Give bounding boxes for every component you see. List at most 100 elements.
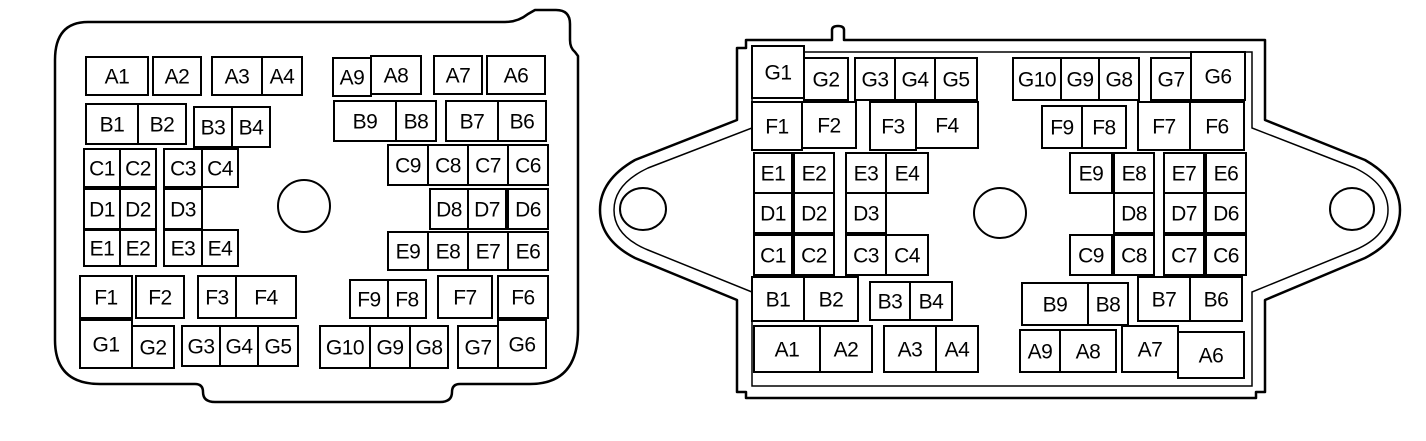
right-cavity-box-c7	[1163, 234, 1205, 276]
right-cavity-label-g1: G1	[764, 62, 791, 85]
left-cavity-label-a4: A4	[270, 66, 296, 89]
left-cavity-label-c9: C9	[395, 155, 421, 178]
right-cavity-b4: B4	[909, 281, 953, 321]
right-cavity-box-g2	[803, 57, 849, 101]
right-cavity-box-g6	[1190, 51, 1246, 101]
left-cavity-d3: D3	[163, 188, 203, 230]
right-cavity-box-d8	[1113, 192, 1155, 234]
left-cavity-e1: E1	[83, 229, 121, 267]
left-cavity-box-g5	[257, 325, 299, 367]
right-cavity-label-e1: E1	[761, 163, 786, 186]
right-cavity-g5: G5	[934, 57, 978, 101]
left-cavity-box-f3	[197, 275, 237, 319]
left-cavity-box-c9	[387, 144, 429, 186]
right-cavity-box-e7	[1163, 152, 1205, 194]
left-cavity-box-e2	[119, 229, 157, 267]
right-cavity-box-g4	[894, 57, 936, 101]
right-cavity-g6: G6	[1190, 51, 1246, 101]
left-cavity-box-a8	[370, 55, 422, 95]
left-cavity-label-f6: F6	[511, 287, 535, 310]
right-cavity-c4: C4	[885, 234, 929, 276]
right-cavity-box-f7	[1137, 101, 1191, 151]
left-cavity-g9: G9	[369, 325, 411, 369]
left-cavity-d7: D7	[467, 188, 507, 230]
right-cavity-b9: B9	[1021, 282, 1089, 326]
left-cavity-b7: B7	[445, 100, 499, 142]
right-cavity-box-b9	[1021, 282, 1089, 326]
left-cavity-label-g4: G4	[225, 336, 253, 359]
left-cavity-label-d8: D8	[436, 199, 462, 222]
right-cavity-label-a8: A8	[1076, 341, 1101, 364]
right-cavity-label-b4: B4	[919, 291, 945, 314]
left-cavity-box-d6	[507, 188, 549, 230]
right-cavity-box-c6	[1205, 234, 1247, 276]
left-cavity-box-f1	[79, 275, 133, 319]
right-cavity-box-g3	[854, 57, 896, 101]
right-cavity-box-f9	[1041, 105, 1083, 149]
left-cavity-box-a4	[261, 56, 303, 96]
right-cavity-label-b7: B7	[1152, 289, 1177, 312]
right-cavity-label-c4: C4	[894, 245, 921, 268]
left-cavity-label-c2: C2	[125, 158, 151, 181]
left-cavity-box-b7	[445, 100, 499, 142]
right-cavity-box-f4	[915, 101, 979, 149]
right-cavity-c3: C3	[845, 234, 887, 276]
left-cavity-c8: C8	[427, 144, 469, 186]
right-cavity-g7: G7	[1150, 57, 1192, 101]
right-cavity-label-a9: A9	[1028, 341, 1053, 364]
left-cavity-box-b4	[231, 106, 271, 148]
right-cavity-box-g5	[934, 57, 978, 101]
left-cavity-label-g1: G1	[92, 334, 119, 357]
left-cavity-a4: A4	[261, 56, 303, 96]
left-cavity-label-g2: G2	[139, 337, 166, 360]
left-cavity-label-c7: C7	[475, 155, 501, 178]
left-cavity-box-f6	[497, 275, 549, 319]
right-cavity-label-d6: D6	[1213, 203, 1239, 226]
right-cavity-label-g4: G4	[901, 69, 929, 92]
left-cavity-b8: B8	[395, 100, 437, 142]
left-cavity-a2: A2	[152, 56, 202, 96]
right-cavity-label-b3: B3	[878, 291, 903, 314]
right-cavity-label-e3: E3	[854, 163, 879, 186]
left-cavity-box-g6	[497, 319, 547, 369]
right-cavity-box-f6	[1189, 101, 1245, 151]
left-cavity-box-e6	[507, 231, 549, 271]
right-cavity-c8: C8	[1113, 234, 1155, 276]
left-cavity-label-a6: A6	[504, 65, 529, 88]
right-cavity-d8: D8	[1113, 192, 1155, 234]
left-cavity-g6: G6	[497, 319, 547, 369]
right-cavity-f7: F7	[1137, 101, 1191, 151]
left-cavity-label-a2: A2	[165, 66, 190, 89]
left-cavity-box-g4	[219, 325, 259, 367]
right-cavity-box-c1	[753, 234, 793, 276]
left-cavity-label-g5: G5	[264, 336, 291, 359]
left-cavity-b4: B4	[231, 106, 271, 148]
left-cavity-label-a7: A7	[446, 65, 471, 88]
left-cavity-d8: D8	[429, 188, 469, 230]
right-cavity-box-e8	[1113, 152, 1155, 194]
right-cavity-f6: F6	[1189, 101, 1245, 151]
left-cavity-label-g6: G6	[508, 334, 535, 357]
left-cavity-g8: G8	[409, 325, 449, 369]
left-cavity-label-f1: F1	[94, 287, 118, 310]
left-cavity-d6: D6	[507, 188, 549, 230]
right-cavity-label-a1: A1	[775, 339, 800, 362]
right-cavity-box-c3	[845, 234, 887, 276]
right-cavity-label-g5: G5	[942, 69, 969, 92]
left-cavity-box-e3	[163, 229, 203, 267]
left-cavity-f4: F4	[235, 275, 297, 319]
right-cavity-box-a7	[1121, 325, 1179, 373]
left-cavity-box-c3	[163, 148, 203, 188]
right-cavity-label-c3: C3	[853, 245, 879, 268]
left-cavity-f9: F9	[349, 279, 389, 319]
left-cavity-label-c8: C8	[435, 155, 461, 178]
left-cavity-label-f9: F9	[357, 289, 381, 312]
right-cavity-a1: A1	[753, 325, 821, 373]
left-cavity-box-a1	[85, 56, 149, 96]
right-cavity-label-f2: F2	[817, 115, 841, 138]
left-cavity-c2: C2	[119, 148, 157, 188]
left-cavity-box-f7	[437, 275, 493, 319]
right-cavity-b2: B2	[803, 276, 859, 322]
right-cavity-e1: E1	[753, 152, 793, 194]
